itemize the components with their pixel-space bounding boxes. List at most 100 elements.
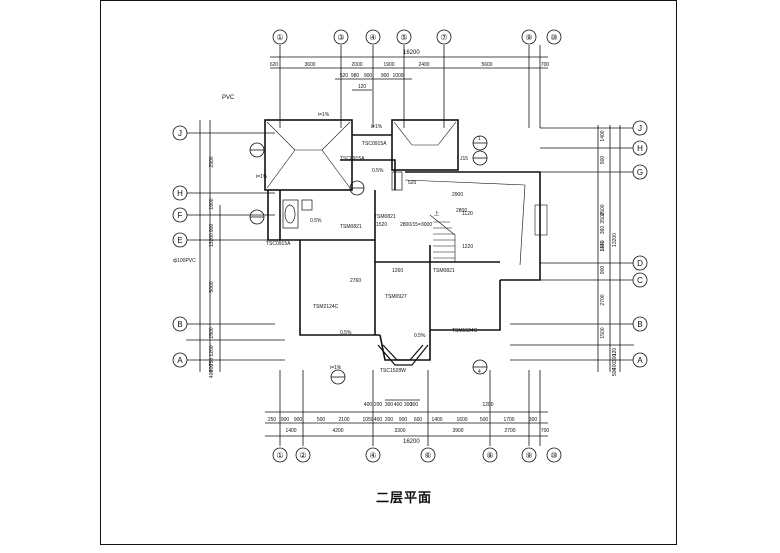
pct-label-4: 0.5% [414, 333, 426, 339]
dimension-text: 2700 [504, 428, 515, 434]
bay-window [377, 344, 429, 366]
dimension-text: 5000 [209, 281, 215, 292]
window-label-2: TSC0915A [340, 156, 365, 162]
dimension-text: 1500 [209, 327, 215, 338]
svg-text:①: ① [276, 451, 283, 460]
detail-callouts [249, 135, 488, 385]
dimension-text: 600 [414, 417, 423, 423]
dimension-text: 400 [374, 417, 383, 423]
roof-lines [266, 121, 548, 266]
dim-label-1260: 1260 [392, 268, 403, 274]
dimension-text: 400 [209, 364, 215, 373]
svg-text:B: B [637, 320, 642, 329]
dimension-text: 400 [612, 362, 618, 371]
svg-text:⑨: ⑨ [525, 33, 532, 42]
dimension-text: 5600 [481, 62, 492, 68]
grid-bubble-left: F [172, 207, 188, 223]
grid-bubble-right: D [632, 255, 648, 271]
dimension-text: 400 [209, 370, 215, 379]
dim-label-1520: 1520 [376, 222, 387, 228]
dimension-text: 1050 [362, 417, 373, 423]
door-label-4: TSM2124C [313, 304, 339, 310]
grid-bubble-top: ④ [365, 29, 381, 45]
grid-bubble-top: ⑩ [546, 29, 562, 45]
door-label-2: TSM0821 [340, 224, 362, 230]
dim-label-520: 520 [408, 180, 417, 186]
svg-text:④: ④ [369, 451, 376, 460]
svg-text:⑥: ⑥ [424, 451, 431, 460]
svg-text:②: ② [299, 451, 306, 460]
grid-bubble-bottom: ⑨ [521, 447, 537, 463]
dimension-text: 980 [351, 73, 360, 79]
dimension-text: 3500 [600, 212, 606, 223]
grid-bubble-right: H [632, 140, 648, 156]
svg-text:A: A [177, 356, 183, 365]
dim-label-1220: 1220 [462, 244, 473, 250]
grid-bubble-right: A [632, 352, 648, 368]
window-label-4: TSC1528W [380, 368, 406, 374]
grid-bubble-top: ③ [333, 29, 349, 45]
grid-bubbles-right: JH G DC B A [632, 120, 648, 368]
grid-bubble-left: H [172, 185, 188, 201]
dimension-text: 4200 [332, 428, 343, 434]
detail-number-top: 1 [478, 136, 481, 142]
dimension-text: 1500 [600, 327, 606, 338]
svg-text:⑧: ⑧ [486, 451, 493, 460]
grid-bubble-bottom: ⑩ [546, 447, 562, 463]
svg-text:G: G [637, 168, 643, 177]
dimension-text: 300 [404, 402, 413, 408]
pvc-label: PVC [222, 95, 235, 101]
dimension-text: 1700 [503, 417, 514, 423]
stair-up-label: 上 [434, 210, 439, 217]
pct-label-2: 0.5% [310, 218, 322, 224]
dimension-text: 200 [374, 402, 383, 408]
dimension-text: 250 [268, 417, 277, 423]
dimension-text: 900 [209, 224, 215, 233]
grid-bubble-left: B [172, 316, 188, 332]
dim-top-overall: 16200 [403, 50, 420, 56]
svg-text:E: E [177, 236, 182, 245]
svg-text:③: ③ [337, 33, 344, 42]
detail-number-bottom: 4 [478, 369, 481, 375]
grid-bubble-left: A [172, 352, 188, 368]
dimension-text: 500 [317, 417, 326, 423]
dimension-text: 3600 [304, 62, 315, 68]
svg-text:④: ④ [369, 33, 376, 42]
walls [264, 119, 541, 361]
dim-label-2900: 2900 [452, 192, 463, 198]
dim-label-1120: 1120 [462, 211, 473, 217]
grid-bubble-top: ⑨ [521, 29, 537, 45]
svg-text:B: B [177, 320, 182, 329]
dimension-text: 1900 [383, 62, 394, 68]
dimension-text: 120 [358, 84, 367, 90]
dimension-text: 1400 [431, 417, 442, 423]
dimension-text: 700 [541, 62, 550, 68]
grid-bubble-right: J [632, 120, 648, 136]
svg-text:⑦: ⑦ [440, 33, 447, 42]
dimension-text: 2100 [338, 417, 349, 423]
svg-text:A: A [637, 356, 643, 365]
grid-bubble-bottom: ⑧ [482, 447, 498, 463]
grid-bubble-right: B [632, 316, 648, 332]
dimension-text: 1200 [482, 402, 493, 408]
svg-text:⑤: ⑤ [400, 33, 407, 42]
dim-bottom-overall: 16200 [403, 439, 420, 445]
dimension-text: 2900 [209, 156, 215, 167]
svg-text:J: J [178, 129, 182, 138]
dimension-text: 520 [340, 73, 349, 79]
grid-bubble-top: ⑤ [396, 29, 412, 45]
dimension-text: 1200 [209, 345, 215, 356]
dimension-text: 1000 [392, 73, 403, 79]
door-label-3: TSM0927 [385, 294, 407, 300]
door-label-1: TSM0821 [374, 214, 396, 220]
window-label-1: TSC0915A [362, 141, 387, 147]
grid-bubble-right: G [632, 164, 648, 180]
drawing-frame [100, 0, 677, 545]
grid-bubble-right: C [632, 272, 648, 288]
pct-label-1: 0.5% [372, 168, 384, 174]
dimension-text: 1400 [285, 428, 296, 434]
dimension-text: 2500 [600, 204, 606, 215]
j15-label: J15 [460, 156, 468, 162]
dimension-text: 13200 [612, 233, 618, 247]
